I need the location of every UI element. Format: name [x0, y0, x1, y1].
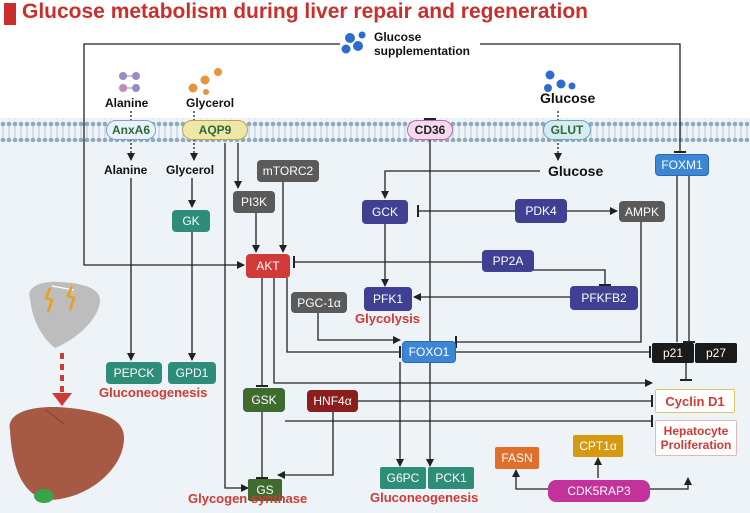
- edge-supplementation-left: [83, 43, 340, 269]
- edge-akt-foxo1: [286, 278, 401, 358]
- g6pc-node: G6PC: [380, 467, 426, 489]
- cd36-transporter: CD36: [407, 120, 453, 140]
- alanine-inside-label: Alanine: [104, 163, 148, 177]
- edge-hnf4a-gs: [277, 412, 334, 479]
- edge-pgc1a-foxo1: [317, 313, 401, 344]
- mtorc2-node: mTORC2: [257, 160, 319, 182]
- hnf4a-node: HNF4α: [307, 390, 358, 412]
- pgc1a-node: PGC-1α: [291, 292, 347, 313]
- cyclin-d1-node: Cyclin D1: [655, 389, 735, 413]
- glycerol-molecule-icon: [188, 68, 222, 95]
- cdk5rap3-node: CDK5RAP3: [548, 480, 650, 502]
- pi3k-node: PI3K: [233, 191, 275, 213]
- pepck-node: PEPCK: [106, 362, 162, 384]
- gk-node: GK: [172, 210, 210, 232]
- cytoplasm-background: [0, 118, 750, 513]
- alanine-top-label: Alanine: [105, 96, 149, 110]
- edge-aqp9-gs: [224, 143, 249, 492]
- glucose-molecule-icon: [544, 70, 576, 92]
- anxa6-transporter: AnxA6: [106, 120, 156, 140]
- ampk-node: AMPK: [619, 201, 665, 222]
- cpt1a-node: CPT1α: [573, 435, 623, 457]
- gpd1-node: GPD1: [168, 362, 216, 384]
- glucose-supplementation-label: Glucose supplementation: [374, 30, 471, 58]
- glucose-inside-label: Glucose: [548, 163, 604, 179]
- akt-node: AKT: [246, 254, 290, 278]
- foxo1-node: FOXO1: [402, 341, 456, 363]
- liver-illustration: [9, 281, 124, 503]
- aqp9-transporter: AQP9: [182, 120, 248, 140]
- gluconeogenesis-left-label: Gluconeogenesis: [99, 385, 208, 400]
- edge-pp2a-pfkfb2: [515, 269, 611, 286]
- page-title: Glucose metabolism during liver repair a…: [22, 0, 588, 23]
- glycerol-inside-label: Glycerol: [166, 163, 215, 177]
- glucose-top-label: Glucose: [540, 90, 596, 106]
- gs-node: GS: [248, 479, 282, 501]
- pdk4-node: PDK4: [515, 199, 567, 223]
- edge-glucose-gck: [381, 170, 540, 199]
- p21-node: p21: [652, 343, 694, 363]
- fasn-node: FASN: [495, 447, 539, 469]
- glucose-supplementation-icon: [341, 31, 366, 54]
- edge-akt-cyclin: [273, 278, 653, 387]
- title-accent-bar: [4, 3, 16, 25]
- gsk-node: GSK: [243, 388, 285, 412]
- pp2a-node: PP2A: [482, 250, 534, 272]
- p27-node: p27: [695, 343, 737, 363]
- alanine-molecule-icon: [119, 72, 140, 92]
- foxm1-node: FOXM1: [655, 154, 709, 176]
- gck-node: GCK: [362, 200, 408, 224]
- glycerol-top-label: Glycerol: [186, 96, 235, 110]
- edge-supplementation-foxm1: [480, 43, 686, 153]
- glycolysis-label: Glycolysis: [355, 311, 421, 326]
- glycogen-synthase-label: Glycogen synthase: [188, 491, 308, 506]
- hepatocyte-proliferation-node: Hepatocyte Proliferation: [655, 420, 737, 456]
- pfkfb2-node: PFKFB2: [570, 286, 638, 310]
- edge-cdk5rap3-fasn: [512, 469, 548, 490]
- glut-transporter: GLUT: [543, 120, 591, 140]
- edge-cdk5rap3-proliferation: [650, 477, 692, 490]
- pfk1-node: PFK1: [364, 287, 412, 311]
- gluconeogenesis-right-label: Gluconeogenesis: [370, 490, 479, 505]
- edge-ampk-foxo1: [455, 222, 642, 348]
- pck1-node: PCK1: [428, 467, 474, 489]
